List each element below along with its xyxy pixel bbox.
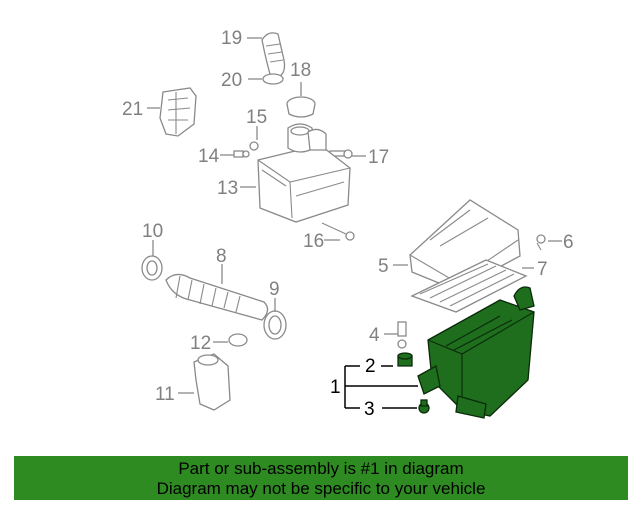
part-16-sensor[interactable] bbox=[321, 222, 355, 241]
part-7-filter-element[interactable] bbox=[410, 259, 528, 313]
callout-2: 2 bbox=[365, 356, 376, 377]
part-19-intake-duct[interactable] bbox=[261, 32, 286, 77]
callout-1: 1 bbox=[330, 377, 341, 398]
callout-9: 9 bbox=[269, 279, 280, 300]
part-13-resonator[interactable] bbox=[257, 123, 351, 223]
part-8-intake-tube[interactable] bbox=[165, 273, 269, 321]
parts-diagram: 19 20 18 21 15 14 17 13 10 16 8 9 12 11 … bbox=[122, 28, 574, 420]
part-20-clamp[interactable] bbox=[262, 73, 284, 85]
callout-10: 10 bbox=[142, 221, 163, 242]
callout-20: 20 bbox=[221, 70, 242, 91]
banner-line-1: Part or sub-assembly is #1 in diagram bbox=[178, 459, 464, 478]
part-21-bracket[interactable] bbox=[159, 87, 197, 137]
callout-5: 5 bbox=[378, 256, 389, 277]
callout-15: 15 bbox=[246, 107, 267, 128]
callout-14: 14 bbox=[198, 146, 220, 167]
callout-16: 16 bbox=[303, 231, 324, 252]
part-18-seal[interactable] bbox=[286, 96, 316, 118]
part-6-clip[interactable] bbox=[536, 234, 546, 251]
callout-12: 12 bbox=[190, 333, 211, 354]
callout-11: 11 bbox=[155, 384, 175, 405]
callout-8: 8 bbox=[216, 246, 227, 267]
part-15-clip[interactable] bbox=[249, 141, 259, 151]
callout-6: 6 bbox=[563, 232, 574, 253]
callout-18: 18 bbox=[290, 60, 311, 81]
part-3-bolt[interactable] bbox=[418, 399, 430, 414]
part-9-seal-ring[interactable] bbox=[263, 310, 287, 340]
callout-4: 4 bbox=[369, 325, 380, 346]
callout-13: 13 bbox=[217, 178, 238, 199]
part-17-screw[interactable] bbox=[329, 149, 353, 159]
callout-7: 7 bbox=[537, 259, 548, 280]
callout-21: 21 bbox=[122, 99, 143, 120]
vehicle-fit-banner: Part or sub-assembly is #1 in diagram Di… bbox=[14, 456, 628, 500]
part-10-clamp[interactable] bbox=[141, 255, 163, 281]
part-2-grommet[interactable] bbox=[397, 352, 413, 367]
part-1-air-cleaner-housing[interactable] bbox=[417, 286, 535, 419]
callout-3: 3 bbox=[364, 399, 375, 420]
part-12-clamp[interactable] bbox=[228, 333, 248, 347]
part-14-bolt[interactable] bbox=[233, 150, 250, 158]
banner-line-2: Diagram may not be specific to your vehi… bbox=[156, 479, 486, 498]
part-11-resonator[interactable] bbox=[193, 353, 231, 411]
callout-19: 19 bbox=[221, 28, 242, 49]
part-4-bolt[interactable] bbox=[397, 321, 407, 349]
callout-17: 17 bbox=[368, 147, 389, 168]
